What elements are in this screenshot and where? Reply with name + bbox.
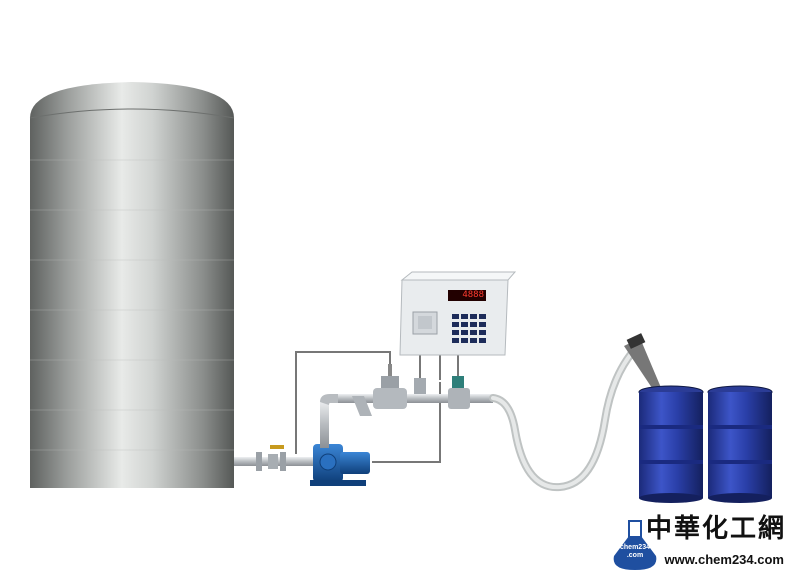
logo-flask-label: chem234 .com bbox=[618, 544, 652, 560]
batch-controller bbox=[399, 271, 517, 356]
logo-flask-icon bbox=[613, 520, 657, 570]
filling-nozzle bbox=[624, 333, 662, 394]
controller-display: 4888 bbox=[448, 290, 486, 301]
storage-tank bbox=[29, 82, 235, 488]
drum-1 bbox=[638, 385, 704, 503]
filling-hose bbox=[489, 344, 640, 492]
logo-flask-line2: .com bbox=[626, 552, 644, 559]
signal-lines bbox=[295, 351, 459, 463]
logo-name: 中華化工網 bbox=[645, 514, 786, 544]
logo-flask-line1: chem234 bbox=[620, 544, 650, 551]
drum-2 bbox=[707, 385, 773, 503]
metering-pipeline bbox=[320, 364, 493, 448]
pump bbox=[310, 444, 370, 486]
logo-url: www.chem234.com bbox=[664, 552, 784, 567]
tank-outlet-pipe bbox=[234, 445, 318, 471]
